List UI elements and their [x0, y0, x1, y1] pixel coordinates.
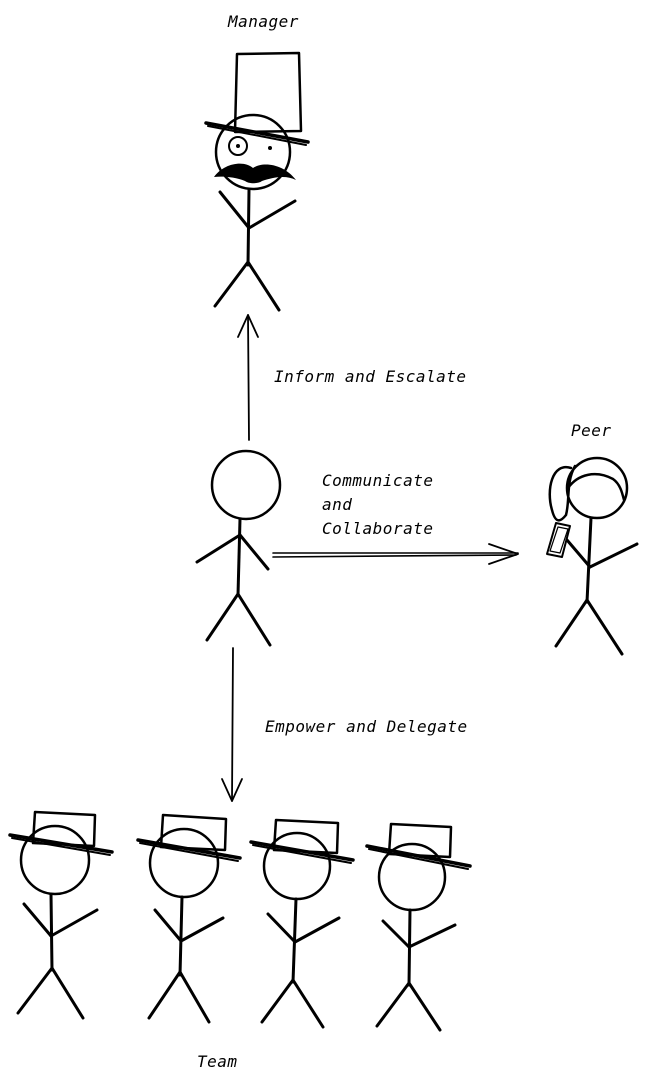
communicate-label-line3: Collaborate	[322, 519, 434, 538]
escalate-label: Inform and Escalate	[274, 367, 467, 386]
team-member-4	[365, 822, 472, 1032]
team-member-2	[136, 813, 242, 1024]
bowler-hat-icon	[365, 822, 472, 870]
team-label: Team	[197, 1052, 238, 1071]
team-member-1	[8, 810, 114, 1020]
manager-label: Manager	[228, 12, 299, 31]
peer-figure	[546, 456, 639, 656]
escalate-arrow	[237, 314, 259, 441]
self-head	[210, 449, 282, 521]
manager-head	[214, 113, 292, 191]
phone-icon	[546, 522, 571, 558]
team-member-3	[249, 818, 355, 1029]
communicate-label-line1: Communicate	[322, 471, 434, 490]
self-figure	[195, 449, 282, 647]
mustache-icon	[214, 163, 296, 184]
peer-head	[565, 456, 629, 520]
bowler-hat-icon	[136, 813, 242, 862]
delegate-arrow	[221, 647, 243, 802]
bowler-hat-icon	[8, 810, 114, 856]
communicate-label-line2: and	[322, 495, 353, 514]
manager-figure	[204, 51, 310, 312]
monocle-icon	[228, 136, 272, 156]
peer-label: Peer	[571, 421, 612, 440]
ponytail-icon	[548, 464, 626, 522]
delegate-label: Empower and Delegate	[265, 717, 468, 736]
collaborate-arrow	[272, 543, 519, 565]
